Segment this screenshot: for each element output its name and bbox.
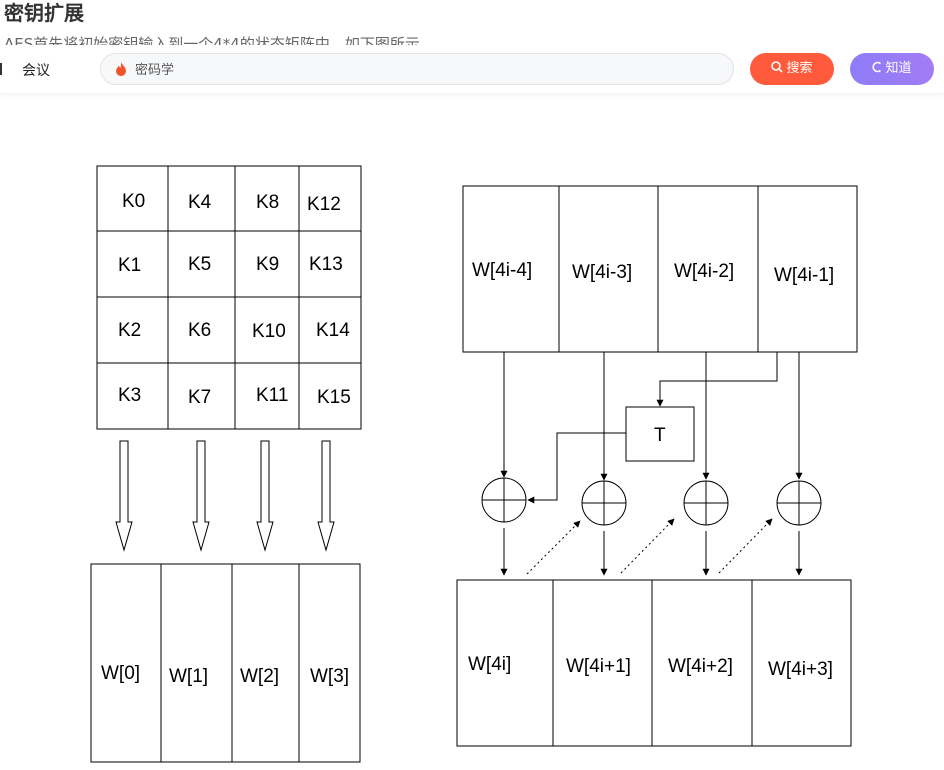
- key-cell: K1: [118, 255, 141, 276]
- hollow-down-arrow: [317, 440, 335, 552]
- key-cell: K8: [256, 192, 279, 213]
- initial-words-box: [90, 563, 361, 763]
- xor-icon: [481, 477, 527, 523]
- initial-word-label: W[2]: [240, 666, 279, 687]
- search-icon: [771, 53, 784, 85]
- search-box[interactable]: [100, 53, 734, 86]
- xor-icon: [581, 480, 627, 526]
- key-cell: K12: [307, 194, 341, 215]
- key-cell: K13: [309, 254, 343, 275]
- initial-word-label: W[1]: [169, 666, 208, 687]
- search-button[interactable]: 搜索: [750, 53, 834, 85]
- page-title: 密钥扩展: [4, 1, 84, 25]
- initial-word-label: W[3]: [310, 666, 349, 687]
- new-word-label: W[4i+3]: [768, 659, 833, 680]
- new-word-label: W[4i+1]: [566, 656, 631, 677]
- hollow-down-arrow: [192, 440, 210, 552]
- key-cell: K3: [118, 385, 141, 406]
- t-function-box: [625, 406, 695, 462]
- prev-word-label: W[4i-2]: [674, 261, 734, 282]
- t-function-label: T: [654, 425, 666, 446]
- hollow-down-arrow: [115, 440, 133, 552]
- key-cell: K7: [188, 387, 211, 408]
- new-word-label: W[4i+2]: [668, 656, 733, 677]
- nav-edge-marker: [0, 63, 2, 75]
- new-words-box: [456, 579, 852, 747]
- key-cell: K4: [188, 192, 212, 213]
- prev-words-box: [462, 185, 858, 353]
- key-cell: K5: [188, 254, 211, 275]
- xor-icon: [776, 480, 822, 526]
- new-word-label: W[4i]: [468, 654, 511, 675]
- zhidao-button-label: 知道: [885, 61, 912, 76]
- page-subtitle: AES首先将初始密钥输入到一个4*4的状态矩阵中，如下图所示: [4, 35, 420, 46]
- xor-icon: [683, 480, 729, 526]
- initial-word-label: W[0]: [101, 663, 140, 684]
- prev-word-label: W[4i-1]: [774, 265, 834, 286]
- nav-item-meeting[interactable]: 会议: [22, 63, 50, 79]
- prev-word-label: W[4i-3]: [572, 262, 632, 283]
- search-input[interactable]: [133, 54, 717, 86]
- key-cell: K14: [316, 320, 350, 341]
- key-cell: K2: [118, 320, 141, 341]
- flame-icon: [116, 62, 126, 76]
- prev-word-label: W[4i-4]: [472, 260, 532, 281]
- zhidao-button[interactable]: 知道: [850, 53, 934, 85]
- top-search-bar: 会议 搜索 知道: [0, 45, 944, 93]
- search-button-label: 搜索: [786, 61, 813, 76]
- key-cell: K6: [188, 320, 211, 341]
- key-cell: K0: [122, 191, 145, 212]
- key-cell: K9: [256, 254, 279, 275]
- key-cell: K15: [317, 387, 351, 408]
- hollow-down-arrow: [256, 440, 274, 552]
- zhidao-logo-icon: [872, 53, 882, 85]
- key-cell: K10: [252, 321, 286, 342]
- key-cell: K11: [256, 385, 288, 406]
